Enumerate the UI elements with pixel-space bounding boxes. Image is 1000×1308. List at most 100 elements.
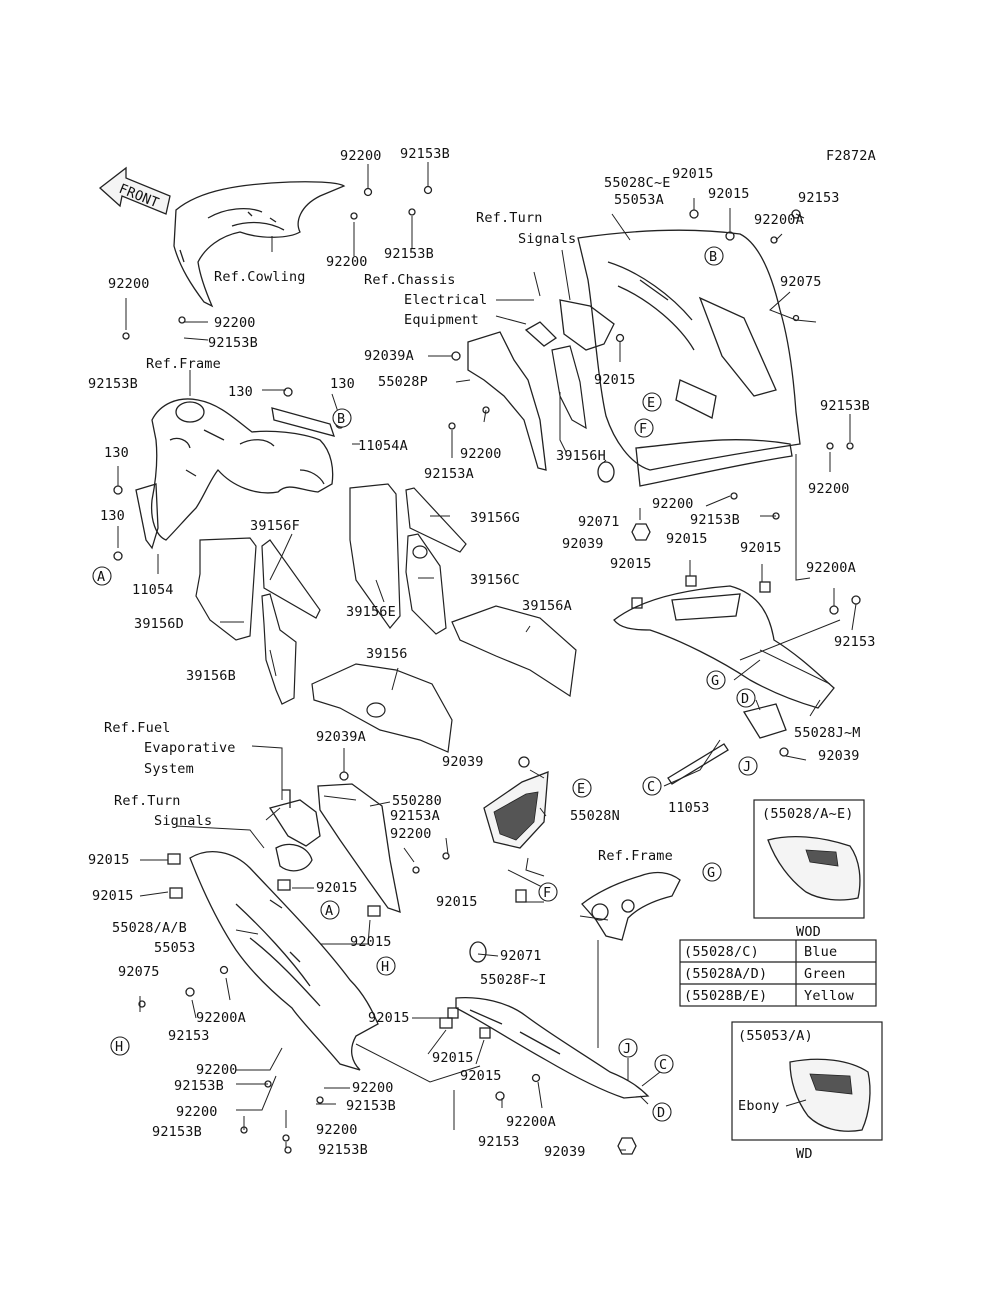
callout-g-1: G [711, 673, 719, 689]
callout-h-1: H [381, 959, 389, 975]
part-label: 55028C~E [604, 175, 671, 191]
part-label: 92015 [436, 894, 478, 910]
part-label: Signals [518, 231, 576, 247]
figure-code: F2872A [826, 148, 876, 164]
pad-39156C [405, 533, 447, 635]
part-label: 92200 [214, 315, 256, 331]
part-label: 11054A [358, 438, 408, 454]
part-label: 39156A [522, 598, 572, 614]
callout-c-2: C [659, 1057, 667, 1073]
callout-b-1: B [337, 411, 345, 427]
frame-part [135, 398, 335, 550]
part-label: 92015 [740, 540, 782, 556]
part-label: 92015 [432, 1050, 474, 1066]
part-label: 92039 [562, 536, 604, 552]
part-label: Ref.Fuel [104, 720, 171, 736]
color-box-bottom-header: (55053/A) [738, 1028, 813, 1044]
part-label: 92153 [478, 1134, 520, 1150]
part-label: 92153 [834, 634, 876, 650]
pad-39156A [451, 605, 577, 698]
part-label: 92039A [364, 348, 414, 364]
color-row-part: (55028A/D) [684, 966, 767, 982]
part-label: 39156B [186, 668, 236, 684]
part-label: 92039 [442, 754, 484, 770]
lower-cowl-55028F [455, 996, 650, 1099]
callout-h-2: H [115, 1039, 123, 1055]
part-label: 55028/A/B [112, 920, 187, 936]
part-label: 130 [330, 376, 355, 392]
leader-lines [117, 162, 857, 1151]
cowl-thumbnail-icon [789, 1058, 871, 1132]
callout-d-1: D [741, 691, 749, 707]
inner-panel-550280 [317, 783, 401, 913]
part-label: 92015 [92, 888, 134, 904]
part-label: 92153B [346, 1098, 396, 1114]
part-label: 92153B [88, 376, 138, 392]
right-side-cowl-upper [577, 229, 801, 487]
hardware-glyphs [113, 185, 861, 1155]
part-label: 55053 [154, 940, 196, 956]
part-label: 92200 [390, 826, 432, 842]
turn-signal-bracket-upper [524, 299, 615, 351]
part-label: 92200A [196, 1010, 246, 1026]
callout-j-1: J [743, 759, 751, 775]
part-label: 92200 [108, 276, 150, 292]
part-label: Ref.Chassis [364, 272, 456, 288]
part-label: 39156D [134, 616, 184, 632]
part-label: Evaporative [144, 740, 236, 756]
part-label: 92015 [88, 852, 130, 868]
part-label: 92039 [544, 1144, 586, 1160]
color-box-top-caption: WOD [796, 924, 821, 940]
part-label: 92153B [152, 1124, 202, 1140]
part-label: 550280 [392, 793, 442, 809]
callout-a-2: A [325, 903, 333, 919]
part-label: Ref.Turn [476, 210, 543, 226]
part-label: 11054 [132, 582, 174, 598]
part-label: 92153B [174, 1078, 224, 1094]
part-label: 39156G [470, 510, 520, 526]
color-box-top-header: (55028/A~E) [762, 806, 854, 822]
part-label: Equipment [404, 312, 479, 328]
part-label: 92039A [316, 729, 366, 745]
color-row-color: Blue [804, 944, 837, 960]
part-label: Electrical [404, 292, 487, 308]
part-label: 92015 [610, 556, 652, 572]
part-label: Ref.Frame [146, 356, 221, 372]
part-label: Ref.Turn [114, 793, 181, 809]
part-label: 39156H [556, 448, 606, 464]
callout-c-1: C [647, 779, 655, 795]
part-label: 92200 [340, 148, 382, 164]
callout-f-1: F [639, 421, 647, 437]
part-label: 92075 [118, 964, 160, 980]
part-label: 92075 [780, 274, 822, 290]
callout-a-1: A [97, 569, 105, 585]
part-label: 92015 [708, 186, 750, 202]
pad-39156F [261, 539, 321, 619]
part-label: 39156 [366, 646, 408, 662]
part-label: 130 [100, 508, 125, 524]
part-label: 130 [228, 384, 253, 400]
color-table: (55028/C) Blue (55028A/D) Green (55028B/… [679, 939, 877, 1007]
part-label: 92153A [390, 808, 440, 824]
color-box-top: (55028/A~E) WOD [753, 799, 865, 940]
callout-b-2: B [709, 249, 717, 265]
frame-lower-part [581, 871, 681, 941]
part-label: 55028J~M [794, 725, 861, 741]
part-label: 92015 [316, 880, 358, 896]
part-label: 92015 [350, 934, 392, 950]
callout-e-2: E [577, 781, 585, 797]
part-label: 92015 [460, 1068, 502, 1084]
part-label: 92200A [754, 212, 804, 228]
part-label: 92200 [176, 1104, 218, 1120]
part-labels: 92200 92153B 92200 92153B Ref.Cowling 92… [88, 146, 876, 1160]
part-label: 55053A [614, 192, 664, 208]
callout-e-1: E [647, 395, 655, 411]
color-box-bottom-color: Ebony [738, 1098, 780, 1114]
part-label: 92200 [460, 446, 502, 462]
part-label: 92153 [168, 1028, 210, 1044]
part-label: Ref.Cowling [214, 269, 306, 285]
part-label: 92153B [820, 398, 870, 414]
part-label: 92153B [690, 512, 740, 528]
bracket-55028J [742, 703, 787, 739]
